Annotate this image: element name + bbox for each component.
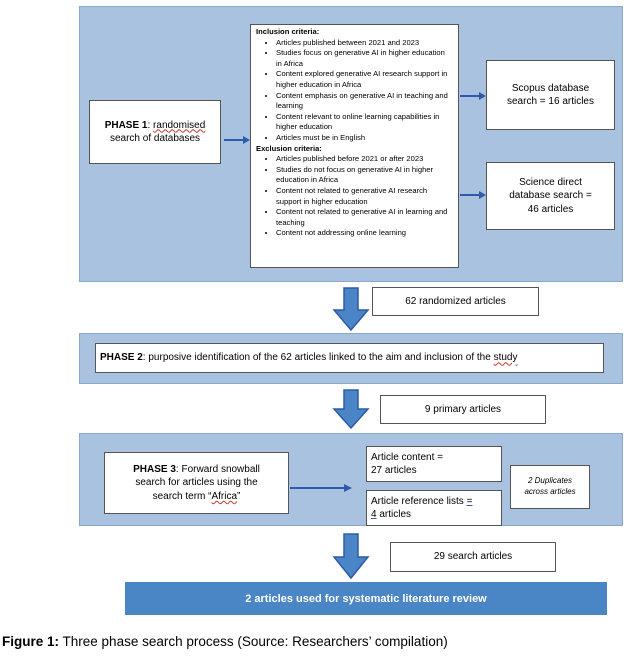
exclusion-list: Articles published before 2021 or after … <box>256 154 452 239</box>
inclusion-list: Articles published between 2021 and 2023… <box>256 38 452 144</box>
article-content-box: Article content = 27 articles <box>366 446 502 482</box>
arrow-right-icon <box>460 92 486 100</box>
inclusion-item: Content emphasis on generative AI in tea… <box>276 91 452 112</box>
reference-lists-line1a: Article reference lists <box>371 495 467 507</box>
randomized-text: 62 randomized articles <box>405 295 506 307</box>
phase1-box: PHASE 1: randomised search of databases <box>89 100 221 164</box>
arrow-right-icon <box>224 136 250 144</box>
final-text: 2 articles used for systematic literatur… <box>245 592 487 605</box>
inclusion-item: Articles must be in English <box>276 133 452 144</box>
arrow-right-icon <box>460 191 486 199</box>
primary-text: 9 primary articles <box>424 403 502 415</box>
science-direct-line2: database search = <box>509 190 592 202</box>
arrow-down-icon <box>332 389 370 430</box>
figure-caption: Figure 1: Three phase search process (So… <box>2 634 622 654</box>
inclusion-item: Studies focus on generative AI in higher… <box>276 48 452 69</box>
randomized-box: 62 randomized articles <box>372 287 539 316</box>
reference-lists-line1b: = <box>466 495 473 507</box>
arrow-down-icon <box>332 287 370 332</box>
phase2-box: PHASE 2: purposive identification of the… <box>95 343 604 373</box>
inclusion-item: Content explored generative AI research … <box>276 69 452 90</box>
phase2-text-end: study <box>493 352 518 364</box>
criteria-box: Inclusion criteria: Articles published b… <box>250 24 459 268</box>
phase1-text-part1: randomised <box>153 119 206 131</box>
phase3-label: PHASE 3 <box>133 463 176 475</box>
phase2-label: PHASE 2 <box>100 352 143 364</box>
inclusion-item: Articles published between 2021 and 2023 <box>276 38 452 49</box>
phase3-text-line3a: search term “ <box>152 490 212 502</box>
inclusion-item: Content relevant to online learning capa… <box>276 112 452 133</box>
article-content-line2: 27 articles <box>371 465 417 476</box>
phase3-text-line2: search for articles using the <box>135 477 258 489</box>
science-direct-box: Science direct database search = 46 arti… <box>486 162 615 230</box>
exclusion-item: Studies do not focus on generative AI in… <box>276 165 452 186</box>
duplicates-box: 2 Duplicates across articles <box>510 465 590 509</box>
phase3-text-line3c: ” <box>237 490 241 502</box>
duplicates-line2: across articles <box>524 487 576 496</box>
caption-text: Three phase search process (Source: Rese… <box>62 634 448 649</box>
exclusion-item: Content not related to generative AI res… <box>276 186 452 207</box>
reference-lists-line2a: 4 <box>371 509 377 520</box>
exclusion-item: Content not addressing online learning <box>276 228 452 239</box>
phase3-text-line1: Forward snowball <box>181 463 260 475</box>
science-direct-line1: Science direct <box>519 176 582 188</box>
caption-label: Figure 1: <box>2 634 60 649</box>
duplicates-line1: 2 Duplicates <box>527 476 573 486</box>
reference-lists-box: Article reference lists = 4 articles <box>366 490 502 526</box>
phase1-label: PHASE 1 <box>104 119 148 131</box>
phase1-text-part2: search of databases <box>109 133 201 144</box>
phase2-text: purposive identification of the 62 artic… <box>148 352 491 364</box>
reference-lists-line2b: articles <box>376 509 412 520</box>
inclusion-title: Inclusion criteria: <box>256 27 320 36</box>
arrow-right-icon <box>290 484 352 492</box>
exclusion-title: Exclusion criteria: <box>256 143 322 153</box>
search-articles-text: 29 search articles <box>433 551 513 563</box>
arrow-down-icon <box>332 533 370 580</box>
final-bar: 2 articles used for systematic literatur… <box>125 582 607 615</box>
phase3-box: PHASE 3: Forward snowball search for art… <box>104 452 289 514</box>
scopus-box: Scopus database search = 16 articles <box>486 60 615 130</box>
search-articles-box: 29 search articles <box>390 542 556 572</box>
phase3-text-line3b: Africa <box>211 490 238 502</box>
science-direct-line3: 46 articles <box>527 203 574 215</box>
article-content-line1: Article content = <box>371 451 443 463</box>
exclusion-item: Content not related to generative AI in … <box>276 207 452 228</box>
primary-box: 9 primary articles <box>380 395 546 424</box>
scopus-line1: Scopus database <box>511 82 590 94</box>
scopus-line2: search = 16 articles <box>507 96 594 107</box>
exclusion-item: Articles published before 2021 or after … <box>276 154 452 165</box>
